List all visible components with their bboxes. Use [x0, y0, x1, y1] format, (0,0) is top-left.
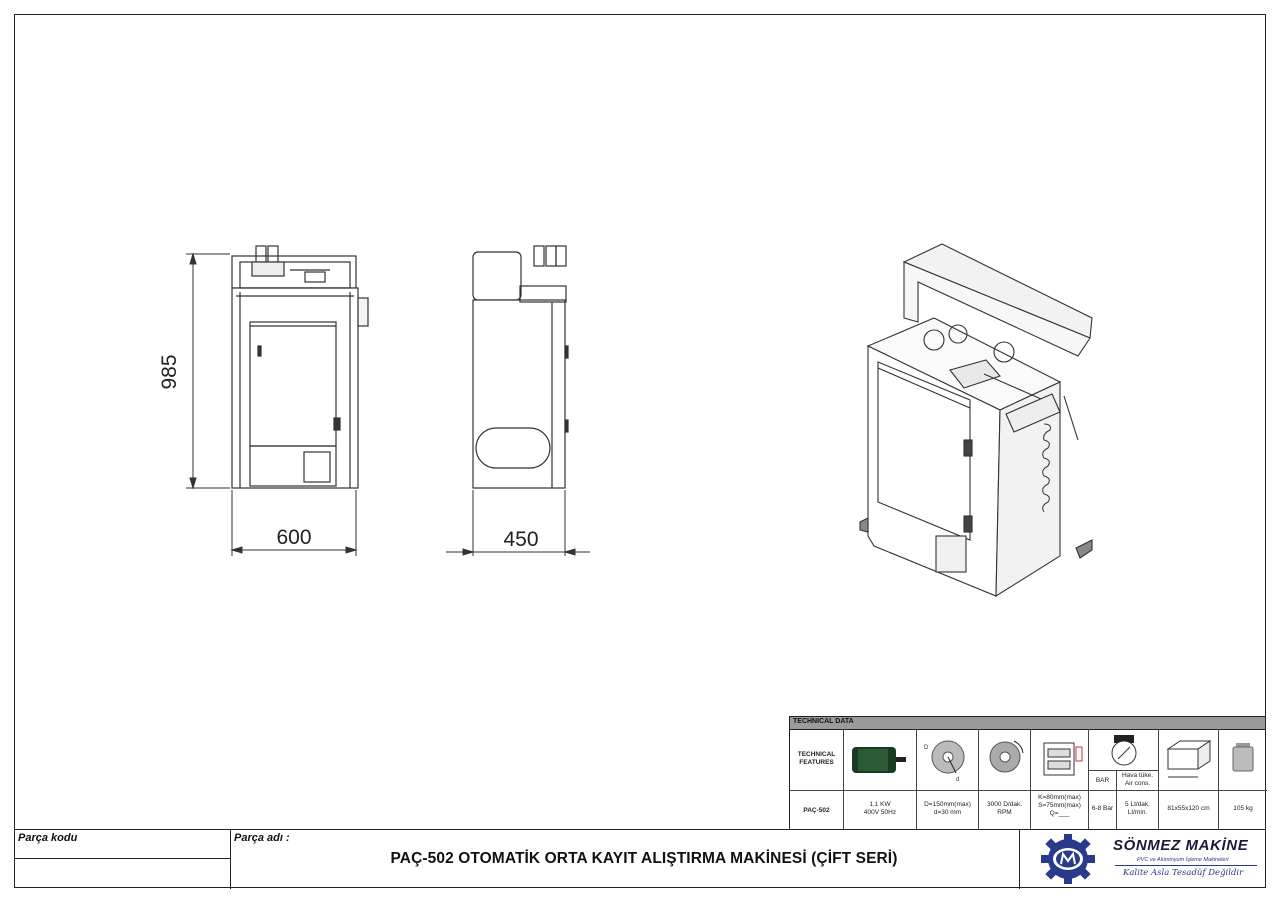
blade-value: D=150mm(max) d=30 mm — [917, 791, 979, 829]
speed-value-line-2: RPM — [997, 809, 1012, 816]
motor-icon — [844, 729, 917, 791]
machine-dimensions-icon — [1159, 729, 1219, 791]
part-name: PAÇ-502 OTOMATİK ORTA KAYIT ALIŞTIRMA MA… — [390, 850, 898, 867]
saw-blade-rotation-icon — [979, 729, 1031, 791]
dimensions-value: 81x55x120 cm — [1159, 791, 1219, 829]
air-label-line-2: Air cons. — [1124, 780, 1151, 787]
brand-slogan: Kalite Asla Tesadüf Değildir — [1123, 868, 1244, 878]
speed-value: 3000 D/dak. RPM — [979, 791, 1031, 829]
cut-value: K=80mm(max) S=75mm(max) Q=___ — [1031, 791, 1089, 829]
motor-value: 1.1 KW 400V 50Hz — [844, 791, 917, 829]
title-block: Parça kodu Parça adı : PAÇ-502 OTOMATİK … — [14, 829, 1266, 889]
dimension-lines — [186, 252, 590, 556]
part-code-label: Parça kodu — [18, 832, 78, 844]
cut-value-line-3: Q=___ — [1049, 810, 1070, 817]
brand-logo-area: SÖNMEZ MAKİNE PVC ve Alüminyum İşleme Ma… — [1019, 830, 1266, 889]
air-label-line-1: Hava tüke. — [1121, 772, 1154, 779]
side-view — [472, 245, 569, 489]
features-label: TECHNICAL FEATURES — [790, 729, 844, 791]
motor-value-line-2: 400V 50Hz — [863, 809, 897, 816]
cut-value-line-2: S=75mm(max) — [1038, 802, 1081, 809]
svg-text:d: d — [956, 777, 959, 783]
weight-value: 105 kg — [1233, 805, 1253, 812]
part-name-label: Parça adı : — [234, 832, 290, 844]
technical-data-header: TECHNICAL DATA — [790, 717, 1265, 730]
technical-drawing: 985 600 450 — [158, 243, 1093, 598]
dim-side-width-label: 450 — [503, 528, 538, 551]
dim-height-label: 985 — [158, 354, 181, 389]
pressure-value: 6-8 Bar — [1089, 791, 1117, 829]
front-view — [231, 245, 369, 489]
blade-value-line-1: D=150mm(max) — [924, 801, 971, 808]
svg-text:D: D — [924, 745, 929, 751]
pressure-gauge-icon — [1089, 729, 1159, 771]
dim-front-width-label: 600 — [276, 526, 311, 549]
blade-value-line-2: d=30 mm — [933, 809, 962, 816]
weight-icon — [1219, 729, 1267, 791]
air-label: Hava tüke. Air cons. — [1117, 771, 1159, 791]
air-value-line-1: 5 Lt/dak. — [1125, 801, 1150, 808]
bar-label: BAR — [1089, 771, 1117, 791]
drawing-sheet — [14, 14, 1266, 888]
technical-data-title: TECHNICAL DATA — [793, 718, 854, 725]
cutting-dimension-icon — [1031, 729, 1089, 791]
air-value: 5 Lt/dak. Lt/min. — [1117, 791, 1159, 829]
brand-name: SÖNMEZ MAKİNE — [1113, 837, 1249, 854]
brand-subtitle: PVC ve Alüminyum İşleme Makineleri — [1137, 857, 1229, 863]
model-cell: PAÇ-502 — [790, 791, 844, 829]
isometric-view — [859, 243, 1093, 598]
motor-value-line-1: 1.1 KW — [869, 801, 891, 808]
air-value-line-2: Lt/min. — [1127, 809, 1148, 816]
speed-value-line-1: 3000 D/dak. — [986, 801, 1023, 808]
gear-logo-icon — [1041, 834, 1095, 884]
cut-value-line-1: K=80mm(max) — [1038, 794, 1081, 801]
